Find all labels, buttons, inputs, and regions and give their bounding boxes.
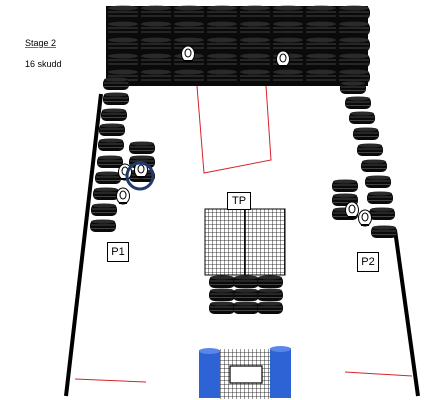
tire-icon bbox=[238, 5, 272, 21]
tire-icon bbox=[271, 21, 305, 37]
tire-icon bbox=[360, 159, 388, 173]
tire-icon bbox=[304, 5, 338, 21]
tire-icon bbox=[106, 21, 140, 37]
bottom-mesh-barrier bbox=[220, 349, 270, 399]
tire-icon bbox=[238, 21, 272, 37]
tire-icon bbox=[337, 37, 371, 53]
tire-icon bbox=[348, 111, 376, 125]
tire-icon bbox=[238, 37, 272, 53]
p1-label: P1 bbox=[107, 242, 129, 262]
tire-icon bbox=[139, 5, 173, 21]
tire-icon bbox=[139, 37, 173, 53]
steel-target-icon bbox=[358, 209, 372, 227]
barrel-icon bbox=[199, 348, 220, 398]
tire-icon bbox=[172, 21, 206, 37]
stage-title: Stage 2 bbox=[25, 38, 57, 48]
tire-icon bbox=[208, 275, 236, 289]
barrel-icon bbox=[270, 346, 291, 398]
tire-icon bbox=[92, 187, 120, 201]
steel-target-icon bbox=[345, 201, 359, 219]
tire-icon bbox=[102, 92, 130, 106]
tire-icon bbox=[356, 143, 384, 157]
tire-icon bbox=[364, 175, 392, 189]
tire-icon bbox=[304, 37, 338, 53]
top-tire-wall bbox=[106, 5, 371, 86]
tire-icon bbox=[94, 171, 122, 185]
tire-icon bbox=[139, 69, 173, 85]
tire-icon bbox=[232, 301, 260, 315]
tire-icon bbox=[106, 5, 140, 21]
tire-icon bbox=[304, 21, 338, 37]
tire-icon bbox=[368, 207, 396, 221]
target-circle-icon bbox=[125, 161, 155, 191]
tire-icon bbox=[106, 53, 140, 69]
tire-icon bbox=[232, 288, 260, 302]
tire-icon bbox=[128, 141, 156, 155]
tire-icon bbox=[304, 69, 338, 85]
tire-icon bbox=[96, 155, 124, 169]
tire-icon bbox=[89, 219, 117, 233]
tire-icon bbox=[98, 123, 126, 137]
tire-icon bbox=[304, 53, 338, 69]
steel-target-icon bbox=[276, 50, 290, 68]
tire-icon bbox=[100, 108, 128, 122]
tp-label: TP bbox=[227, 192, 251, 210]
tire-icon bbox=[344, 96, 372, 110]
tire-icon bbox=[205, 69, 239, 85]
center-tire-stack bbox=[208, 275, 284, 315]
tire-icon bbox=[205, 53, 239, 69]
tire-icon bbox=[331, 179, 359, 193]
tire-icon bbox=[106, 37, 140, 53]
tire-icon bbox=[352, 127, 380, 141]
tire-icon bbox=[205, 21, 239, 37]
tire-icon bbox=[271, 37, 305, 53]
steel-target-icon bbox=[181, 45, 195, 63]
tire-icon bbox=[271, 5, 305, 21]
tire-icon bbox=[205, 5, 239, 21]
tire-icon bbox=[232, 275, 260, 289]
tire-icon bbox=[370, 225, 398, 239]
tire-icon bbox=[337, 5, 371, 21]
tire-icon bbox=[339, 81, 367, 95]
tire-icon bbox=[208, 301, 236, 315]
tire-icon bbox=[256, 275, 284, 289]
mesh-barrier bbox=[204, 208, 286, 276]
tire-icon bbox=[366, 191, 394, 205]
outer-walls bbox=[64, 93, 420, 397]
tire-icon bbox=[256, 301, 284, 315]
tire-icon bbox=[337, 21, 371, 37]
tire-icon bbox=[90, 203, 118, 217]
tire-icon bbox=[238, 53, 272, 69]
p2-label: P2 bbox=[357, 252, 379, 272]
tire-icon bbox=[139, 53, 173, 69]
steel-target-icon bbox=[116, 187, 130, 205]
tire-icon bbox=[97, 138, 125, 152]
tire-icon bbox=[172, 69, 206, 85]
tire-icon bbox=[337, 53, 371, 69]
tire-icon bbox=[208, 288, 236, 302]
tire-icon bbox=[172, 5, 206, 21]
tire-icon bbox=[238, 69, 272, 85]
tire-icon bbox=[271, 69, 305, 85]
fault-lines bbox=[74, 85, 413, 383]
tire-icon bbox=[205, 37, 239, 53]
tire-icon bbox=[139, 21, 173, 37]
tire-icon bbox=[256, 288, 284, 302]
tire-icon bbox=[102, 77, 130, 91]
shot-count: 16 skudd bbox=[25, 59, 62, 69]
